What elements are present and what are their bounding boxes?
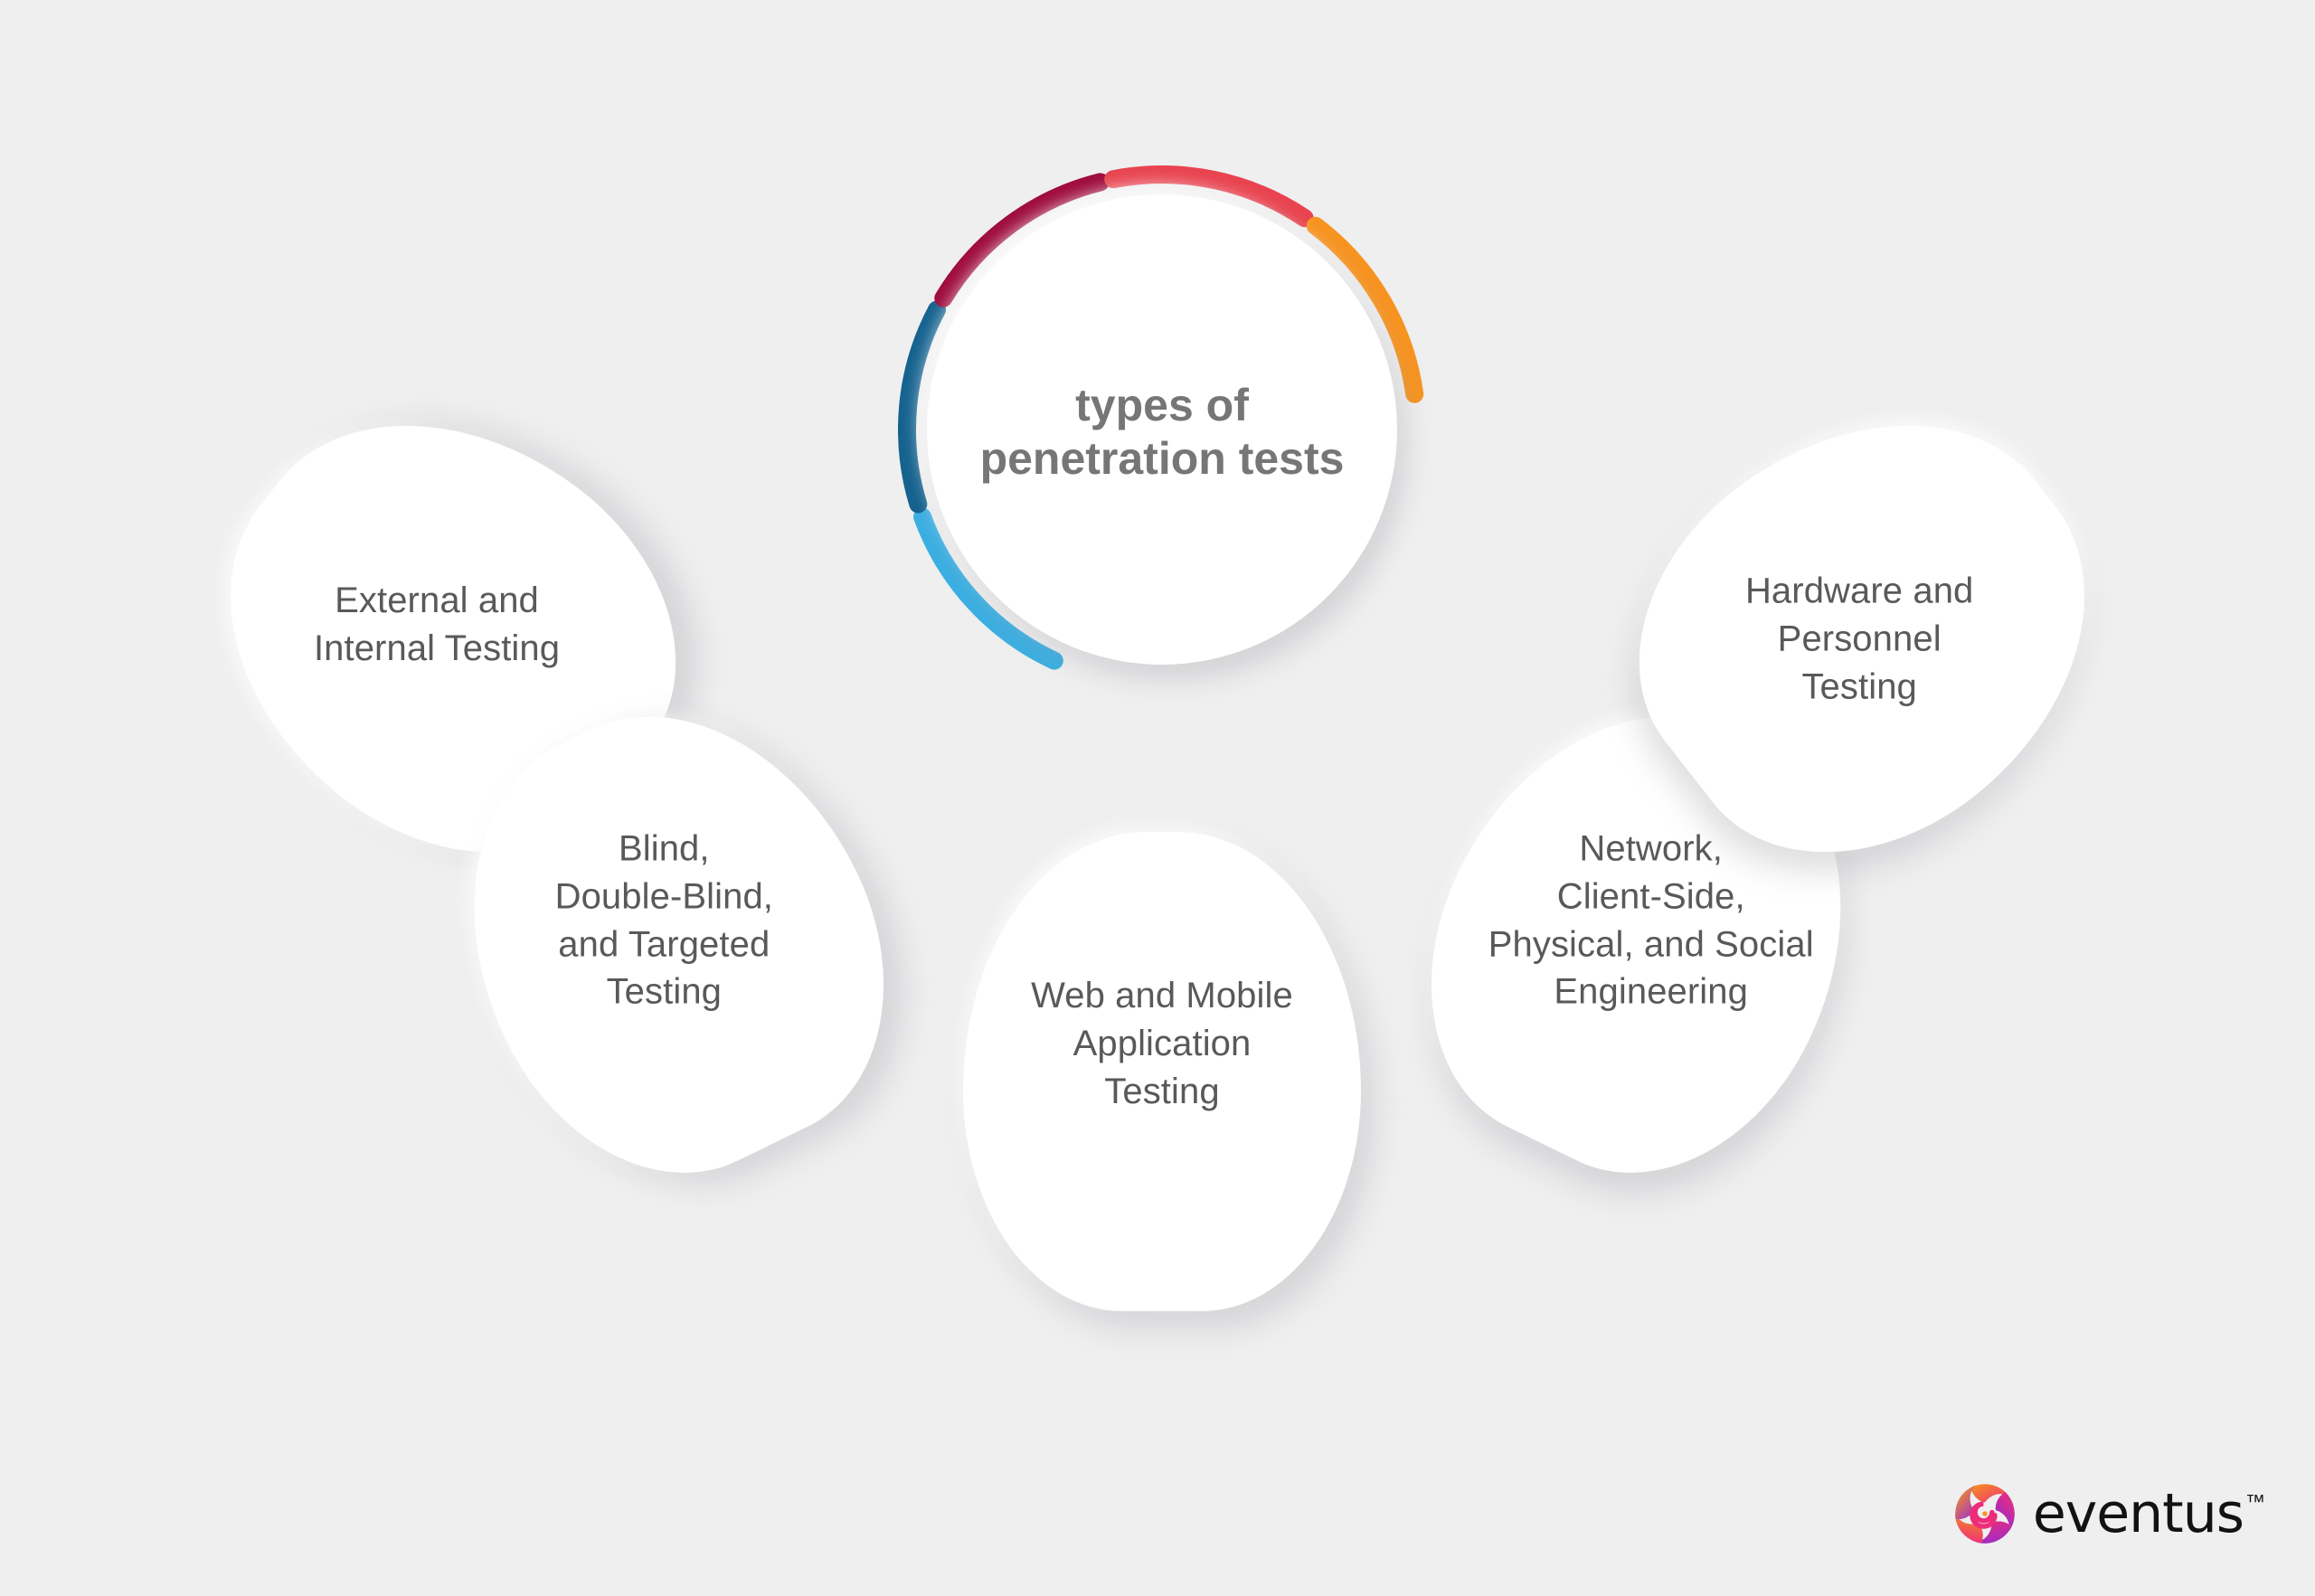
segment-orange (1306, 216, 1424, 403)
segment-dark-blue (898, 300, 947, 514)
petal-label-external-internal: External and Internal Testing (313, 580, 561, 668)
eventus-swirl-icon (1954, 1484, 2015, 1544)
hub-circle (927, 194, 1397, 665)
logo-wordmark-text: eventus (2032, 1482, 2244, 1545)
hub-ring-segments (898, 165, 1424, 670)
petal-label-network-social: Network, Client-Side, Physical, and Soci… (1488, 828, 1814, 1012)
petal-label-hardware-personnel: Hardware and Personnel Testing (1744, 571, 1974, 707)
hub: types of penetration tests (898, 165, 1424, 670)
petal-label-blind-targeted: Blind, Double-Blind, and Targeted Testin… (554, 828, 774, 1012)
segment-red (1104, 165, 1314, 228)
page-title: types of penetration tests (979, 380, 1345, 484)
petal-label-web-mobile: Web and Mobile Application Testing (1031, 976, 1293, 1111)
eventus-logo[interactable]: eventus™ (1950, 1478, 2265, 1549)
segment-light-blue (913, 507, 1063, 670)
logo-trademark: ™ (2245, 1490, 2265, 1513)
segment-maroon (934, 173, 1110, 307)
logo-wordmark: eventus™ (2033, 1487, 2265, 1541)
petal-web-mobile[interactable]: Web and Mobile Application Testing (963, 832, 1361, 1311)
